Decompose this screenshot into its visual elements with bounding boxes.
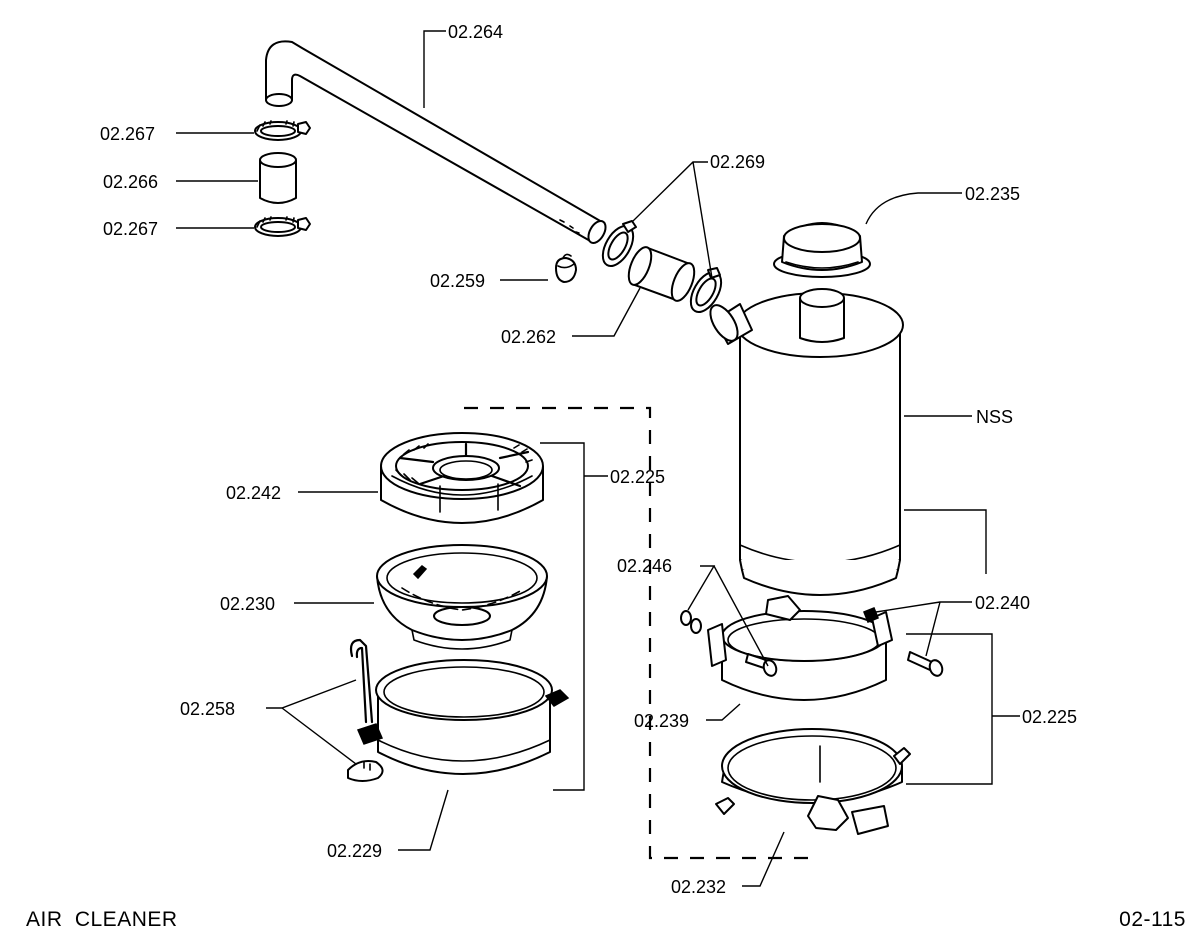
label-nss: NSS [976, 407, 1013, 427]
clamp-ring-02239 [707, 595, 893, 701]
nuts-02246 [680, 610, 702, 634]
label-02269: 02.269 [710, 152, 765, 172]
hose-clamp-lower-02269 [689, 267, 723, 313]
label-02258: 02.258 [180, 699, 235, 719]
label-02266: 02.266 [103, 172, 158, 192]
connector-hose-02262 [627, 246, 696, 302]
label-02225-right: 02.225 [1022, 707, 1077, 727]
label-02262: 02.262 [501, 327, 556, 347]
label-02240: 02.240 [975, 593, 1030, 613]
label-02246: 02.246 [617, 556, 672, 576]
label-02259: 02.259 [430, 271, 485, 291]
label-02225-left: 02.225 [610, 467, 665, 487]
label-02232: 02.232 [671, 877, 726, 897]
hose-clamp-upper-02267 [254, 120, 311, 141]
label-02239: 02.239 [634, 711, 689, 731]
label-02235: 02.235 [965, 184, 1020, 204]
page-number: 02-115 [1119, 908, 1186, 931]
bolts-02240 [863, 607, 944, 677]
vacuator-cap-02259 [555, 253, 577, 283]
leader-lines [176, 30, 1020, 887]
oil-cup-02229 [356, 659, 570, 775]
hose-clamp-upper-02269 [601, 220, 637, 267]
label-02242: 02.242 [226, 483, 281, 503]
label-02267-upper: 02.267 [100, 124, 155, 144]
latch-rod-02258 [347, 638, 384, 782]
part-labels: 02.264 02.267 02.266 02.267 02.269 02.23… [100, 22, 1077, 897]
label-02229: 02.229 [327, 841, 382, 861]
diagram-title: AIR CLEANER [26, 908, 178, 931]
intake-pipe-02264 [265, 40, 607, 244]
filter-element-02242 [380, 432, 544, 524]
label-02267-lower: 02.267 [103, 219, 158, 239]
air-cleaner-housing-nss [709, 288, 904, 596]
label-02230: 02.230 [220, 594, 275, 614]
baffle-cup-02230 [376, 544, 548, 650]
rain-cap-02235 [773, 222, 871, 278]
label-02264: 02.264 [448, 22, 503, 42]
mounting-band-02232 [715, 728, 911, 835]
hose-clamp-lower-02267 [254, 216, 311, 237]
connector-hose-02266 [259, 152, 297, 204]
